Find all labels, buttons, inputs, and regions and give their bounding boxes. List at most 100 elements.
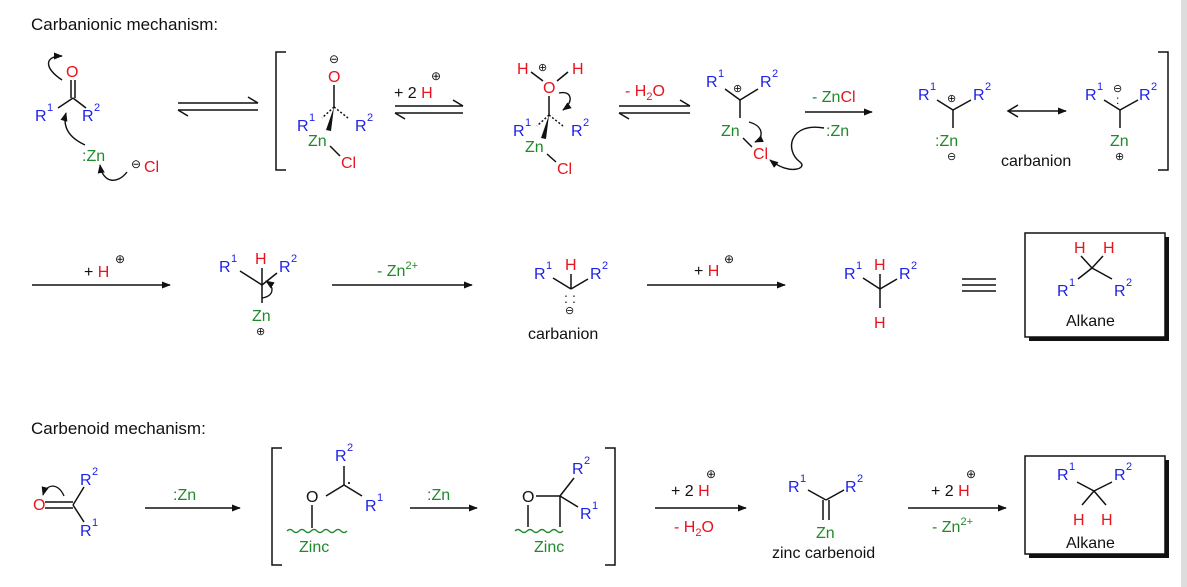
svg-text:R: R [279,259,291,276]
bracket-right-row1 [1158,51,1169,171]
bracket-right-row3 [605,447,616,566]
svg-text::Zn: :Zn [935,133,958,150]
svg-text:2: 2 [1126,461,1132,473]
organozinc-intermediate: R 1 H R 2 Zn ⊕ [219,251,297,338]
svg-text::Zn: :Zn [173,487,196,504]
svg-text:1: 1 [718,68,724,80]
svg-text:⊕: ⊕ [538,62,547,74]
page-edge [1181,0,1187,587]
svg-text:2: 2 [583,117,589,129]
surface-zinc-radical: R 2 · O R 1 Zinc [286,442,383,556]
alkoxide-zinc-intermediate: ⊖ O R 1 R 2 Zn Cl [297,52,373,172]
svg-text:R: R [845,479,857,496]
svg-text:⊕: ⊕ [1115,151,1124,163]
svg-text:R: R [513,123,525,140]
svg-text:R: R [973,87,985,104]
dehydration-step: - H2O [618,83,691,120]
zinc-loss-step: - Zn2+ [332,260,473,289]
svg-text:H: H [1101,512,1113,529]
svg-text:1: 1 [377,492,383,504]
svg-text:R: R [706,74,718,91]
alkane-label-row2: Alkane [1066,313,1115,330]
svg-text:H: H [517,61,529,78]
svg-text:R: R [899,266,911,283]
svg-text:1: 1 [800,473,806,485]
svg-text:Zn: Zn [308,133,327,150]
svg-text:2: 2 [1151,81,1157,93]
alkane-box-row2: H H R 1 R 2 Alkane [1024,232,1169,341]
alkane-box-row3: R 1 R 2 H H Alkane [1024,455,1169,558]
svg-text:H: H [874,315,886,332]
svg-text:- Zn2+: - Zn2+ [932,516,973,536]
svg-text:Zinc: Zinc [299,539,329,556]
svg-text:R: R [1057,283,1069,300]
carbenoid-title: Carbenoid mechanism: [31,419,206,438]
svg-text:1: 1 [1069,461,1075,473]
svg-text:O: O [522,489,534,506]
svg-text:R: R [572,461,584,478]
svg-text:1: 1 [309,112,315,124]
equivalence-sign [962,278,996,292]
svg-text:Zn: Zn [816,525,835,542]
svg-text:2: 2 [94,102,100,114]
svg-text:O: O [306,489,318,506]
svg-text:1: 1 [1069,277,1075,289]
svg-text:R: R [571,123,583,140]
svg-text:R: R [590,266,602,283]
svg-text:⊕: ⊕ [966,467,976,481]
svg-text:1: 1 [92,517,98,529]
svg-text:R: R [1139,87,1151,104]
svg-text:2: 2 [584,455,590,467]
svg-text:2: 2 [911,260,917,272]
svg-text::Zn: :Zn [82,148,105,165]
carbanion-resonance-form-1: R 1 ⊕ R 2 :Zn ⊖ [918,81,991,163]
zinc-carbenoid: R 1 R 2 Zn zinc carbenoid [772,473,875,562]
svg-text:2: 2 [985,81,991,93]
svg-text:O: O [33,497,45,514]
svg-text:R: R [80,523,92,540]
svg-text:- Zn2+: - Zn2+ [377,260,418,280]
svg-text::Zn: :Zn [826,123,849,140]
svg-text:1: 1 [592,500,598,512]
svg-text:1: 1 [47,102,53,114]
svg-text:R: R [35,108,47,125]
svg-text:⊕: ⊕ [733,83,742,95]
svg-text:⊖: ⊖ [131,157,141,171]
svg-text:R: R [297,118,309,135]
protonation-step-2: + H ⊕ [32,252,171,289]
svg-text:1: 1 [525,117,531,129]
zn-step-2: :Zn [410,487,478,512]
svg-text:R: R [788,479,800,496]
svg-text:H: H [572,61,584,78]
svg-text:+ H: + H [84,264,109,281]
oxonium-intermediate: H ⊕ H O R 1 R 2 Zn Cl [513,61,589,178]
svg-text:⊕: ⊕ [115,252,125,266]
svg-text:R: R [534,266,546,283]
svg-text:H: H [565,257,577,274]
svg-text:R: R [355,118,367,135]
svg-text:+ 2 H: + 2 H [394,85,433,102]
svg-text:+ H: + H [694,263,719,280]
svg-text::: : [572,290,576,306]
svg-text:O: O [543,80,555,97]
bracket-left-row1 [275,51,286,171]
svg-text:2: 2 [347,442,353,454]
zn-addition-step: :Zn [145,487,241,512]
svg-text:2: 2 [1126,277,1132,289]
svg-text:2: 2 [772,68,778,80]
svg-text:R: R [580,506,592,523]
oxazincetane-intermediate: O R 2 R 1 Zinc [514,455,598,556]
protonation-step-1: + 2 H ⊕ [394,69,464,120]
svg-text:R: R [219,259,231,276]
svg-text:R: R [844,266,856,283]
svg-text:⊕: ⊕ [706,467,716,481]
svg-text:Cl: Cl [341,155,356,172]
carbanion-label-1: carbanion [1001,153,1071,170]
alkane-label-row3: Alkane [1066,535,1115,552]
svg-text:Cl: Cl [557,161,572,178]
svg-text:H: H [1073,512,1085,529]
protonation-dehydration-step: + 2 H ⊕ - H2O [655,467,747,539]
svg-text:H: H [1074,240,1086,257]
svg-text::Zn: :Zn [427,487,450,504]
